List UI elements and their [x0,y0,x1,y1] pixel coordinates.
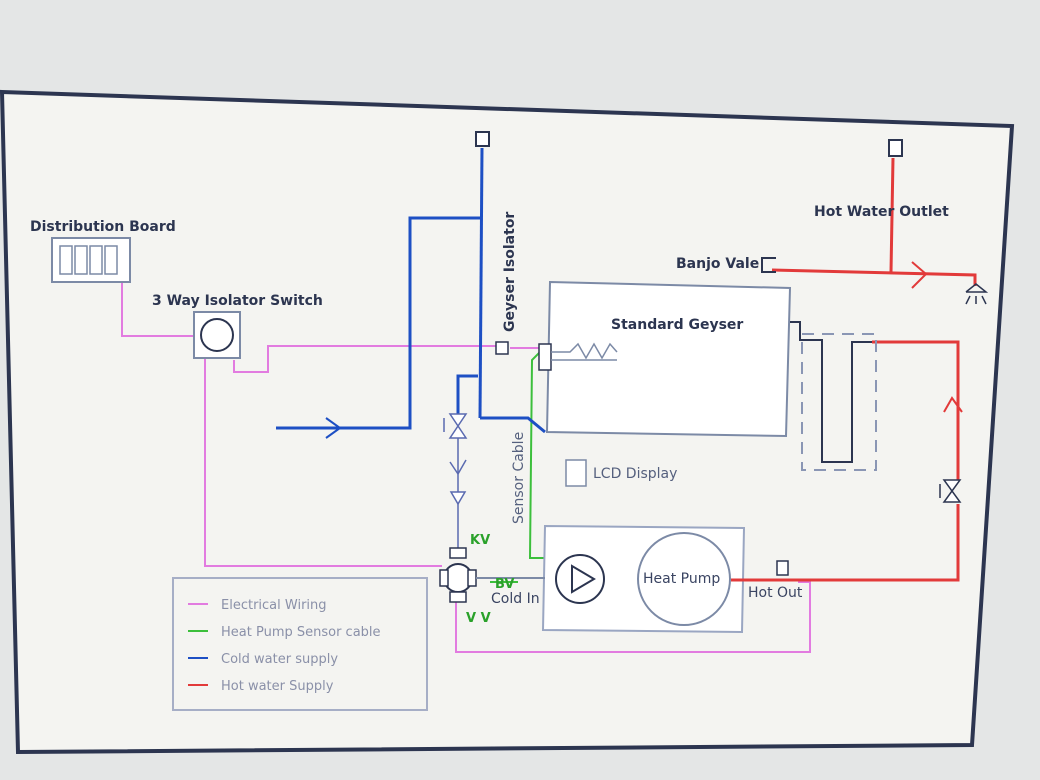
cold-water-supply [276,147,546,439]
kv-label: KV [470,533,490,548]
stopcock-valve [448,413,468,439]
cold-riser [478,147,484,419]
sensor-cable [490,349,545,583]
bv-label: BV [495,577,514,592]
tempering-valve-left [439,569,449,587]
legend-label-sensor: Heat Pump Sensor cable [221,625,381,640]
legend-box [172,577,428,711]
check-valve [449,459,467,476]
isolator-switch-dial-icon [200,318,234,352]
diagram-frame [0,89,1015,755]
wire-switch-to-valve [204,358,442,567]
banjo-vale-label: Banjo Vale [676,256,759,272]
legend-label-hot: Hot water Supply [221,679,334,694]
hot-valve [942,479,962,503]
cold-valve-chain [443,413,468,548]
hot-water-outlet-label: Hot Water Outlet [814,204,949,220]
cold-branch [456,374,478,420]
non-return-valve [449,491,467,506]
geyser-isolator-label: Geyser Isolator [502,212,518,332]
heating-element-base [538,343,552,371]
distribution-board-label: Distribution Board [30,219,176,235]
standard-geyser [545,280,792,438]
lcd-display-label: LCD Display [593,466,677,482]
cold-supply-tap [475,131,490,147]
electrical-wiring [121,282,811,653]
heat-pump-fan-icon [637,532,731,626]
pump-direction-icon [571,564,596,594]
cold-in-label: Cold In [491,591,540,607]
hot-out-valve [776,560,789,576]
legend-label-cold: Cold water supply [221,652,338,667]
geyser-label: Standard Geyser [611,317,743,333]
cold-main-line [276,216,480,430]
hot-water-supply [771,157,977,582]
wire-board-to-switch [121,282,194,337]
flue-housing [801,333,877,471]
wire-switch-to-isolator [233,345,497,373]
banjo-valve-icon [761,257,776,273]
hot-return-lower [794,504,960,582]
tempering-valve-top [449,547,467,559]
hot-outlet-riser [889,157,895,273]
cold-flow-arrow [325,417,342,439]
hot-up-arrow [943,396,963,413]
lcd-display [565,459,587,487]
heat-pump-label: Heat Pump [643,571,720,587]
hot-outlet-line [771,268,977,286]
shower-head-icon [965,283,989,305]
tempering-valve-right [467,569,477,587]
hot-return-upper [872,340,960,482]
isolator-switch-label: 3 Way Isolator Switch [152,293,323,309]
legend-items: Electrical Wiring Heat Pump Sensor cable… [188,598,381,694]
vv-label: V V [466,611,491,626]
u-tube-pipe [790,321,872,463]
hot-outlet-tap [888,139,903,157]
hot-flow-arrow [911,261,928,289]
sensor-cable-line [528,349,545,559]
cold-to-geyser [480,416,546,434]
legend-label-electrical: Electrical Wiring [221,598,327,613]
heating-element-icon [551,342,618,360]
geyser-isolator [495,341,509,355]
distribution-board [51,237,131,283]
breaker-icons [59,245,118,275]
tempering-valve-bottom [449,591,467,603]
wire-to-heat-pump [455,581,811,653]
hot-out-label: Hot Out [748,585,803,601]
sensor-cable-label: Sensor Cable [511,432,527,524]
